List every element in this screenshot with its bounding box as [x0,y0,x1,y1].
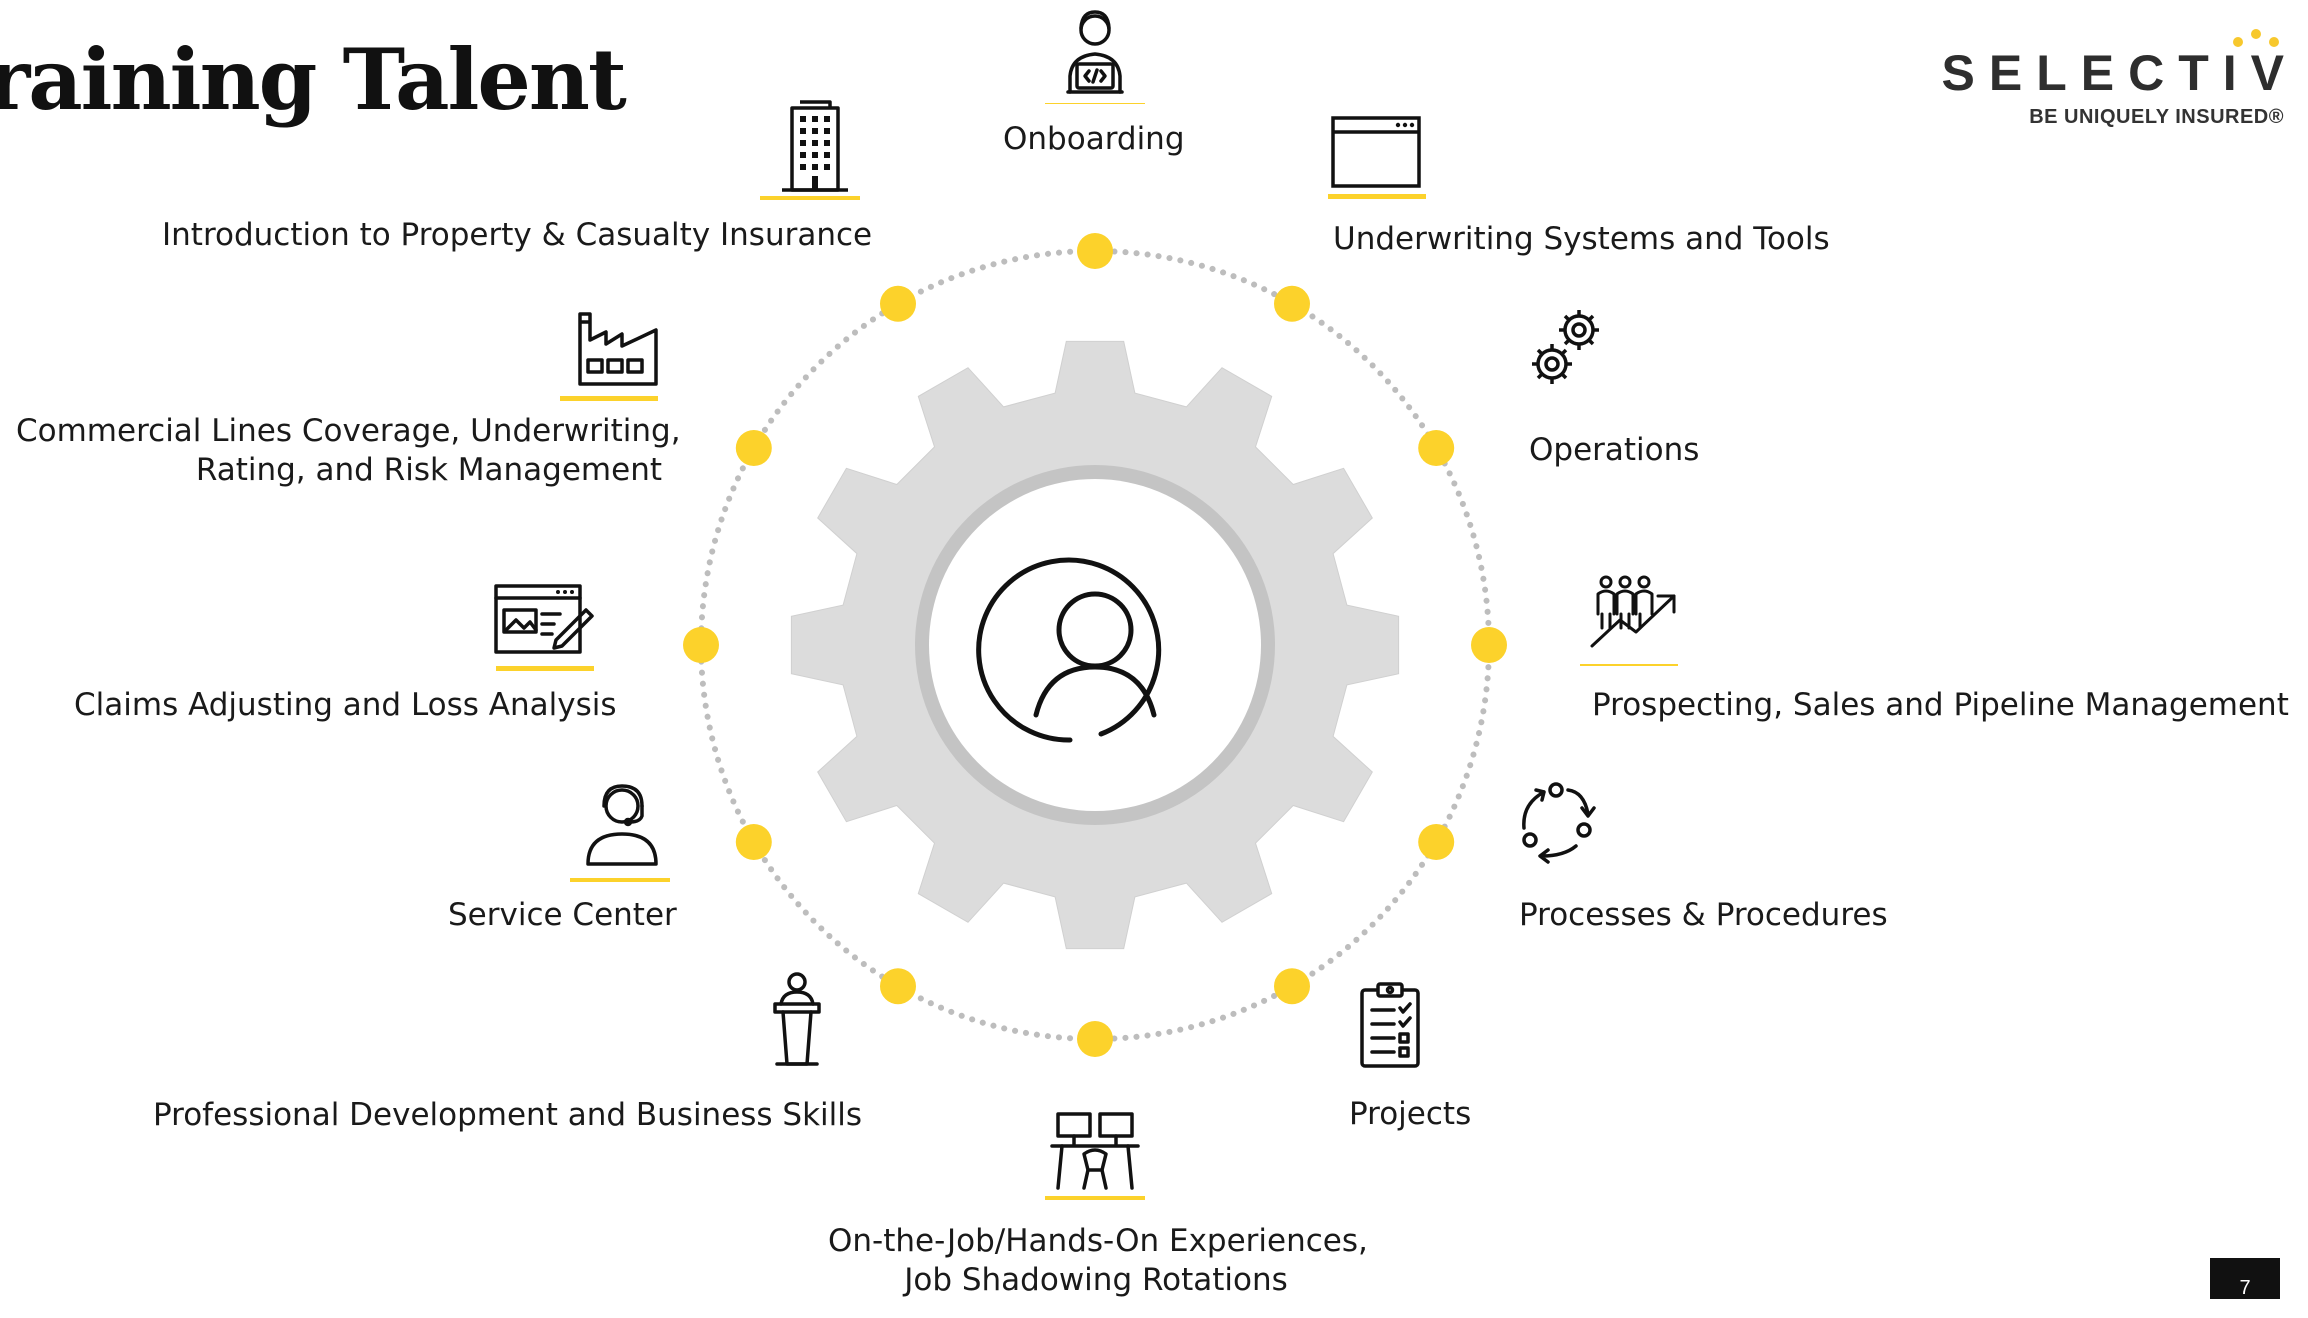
label-operations: Operations [1529,432,1700,468]
team-growth-icon [1580,575,1678,666]
label-underwriting-systems: Underwriting Systems and Tools [1333,221,1830,257]
label-onboarding: Onboarding [1003,121,1185,157]
podium-speaker-icon [773,972,821,1066]
ring-dot-on-the-job [1077,1021,1113,1057]
label-prospecting: Prospecting, Sales and Pipeline Manageme… [1592,687,2289,723]
label-claims: Claims Adjusting and Loss Analysis [74,687,617,723]
ring-dot-professional-development [880,968,916,1005]
ring-dot-processes [1418,824,1455,860]
person-icon [976,557,1162,743]
ring-dot-operations [1418,430,1455,466]
label-on-the-job: On-the-Job/Hands-On Experiences, Job Sha… [828,1223,1368,1298]
web-edit-icon [494,584,594,671]
gears-icon [1532,310,1599,384]
ring-dot-service-center [735,824,772,860]
logo-dots-icon [2233,29,2279,47]
office-building-icon [760,100,860,200]
label-service-center: Service Center [448,897,677,933]
headset-agent-icon [570,784,670,882]
label-commercial-lines: Commercial Lines Coverage, Underwriting,… [16,413,681,488]
label-property-casualty: Introduction to Property & Casualty Insu… [162,217,873,253]
label-processes: Processes & Procedures [1519,897,1888,933]
label-professional-development: Professional Development and Business Sk… [153,1097,863,1133]
logo-tagline: BE UNIQUELY INSURED® [2029,106,2284,128]
ring-dot-commercial-lines [735,430,772,466]
coder-icon [1045,10,1145,104]
gear-hub [929,479,1261,811]
page-number: 7 [2210,1258,2280,1299]
browser-window-icon [1328,116,1426,199]
cycle-icon [1522,782,1596,864]
ring-dot-property-casualty [880,285,916,322]
training-wheel-diagram [683,233,1507,1057]
workstations-icon [1045,1112,1145,1200]
ring-dot-underwriting-systems [1274,285,1310,322]
logo-wordmark: SELECTIV [1941,45,2298,101]
ring-dot-claims [683,627,719,663]
ring-dot-prospecting [1471,627,1507,663]
selective-logo: SELECTIV BE UNIQUELY INSURED® [1918,26,2298,136]
label-projects: Projects [1349,1096,1472,1132]
slide-title: raining Talent [0,30,627,129]
ring-dot-onboarding [1077,233,1113,269]
checklist-clipboard-icon [1360,982,1420,1068]
ring-dot-projects [1274,968,1310,1005]
factory-icon [560,312,658,401]
